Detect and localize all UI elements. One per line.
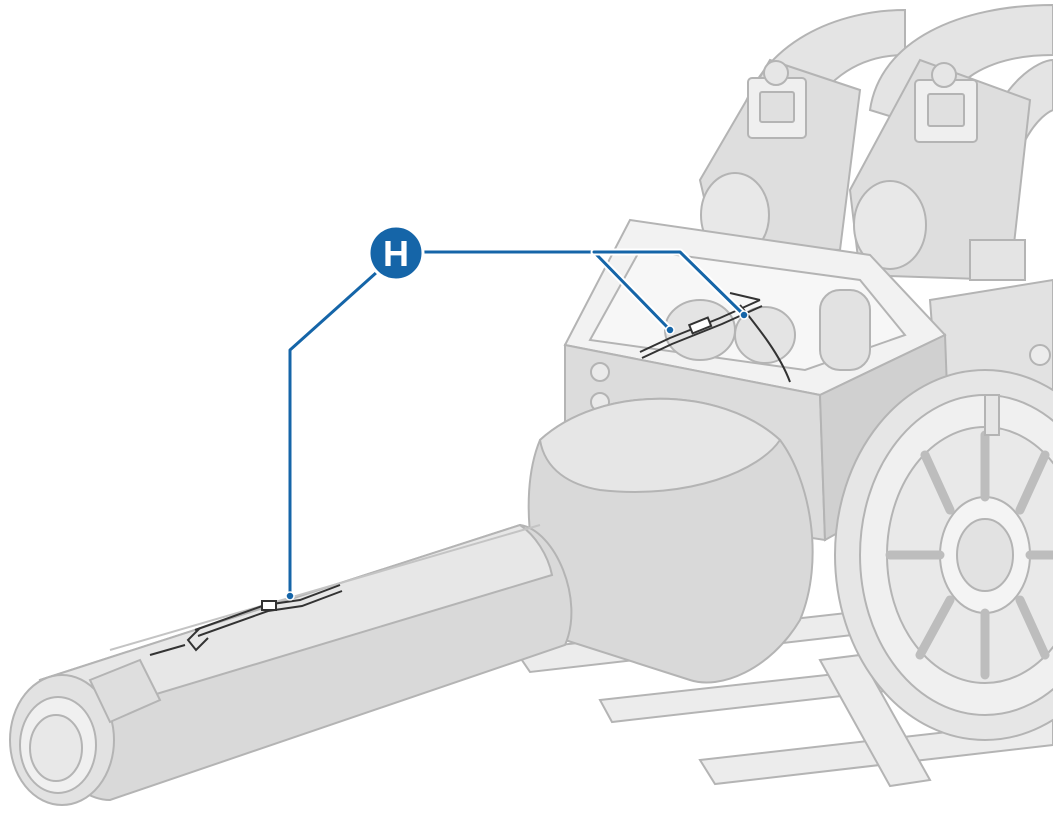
callout-badge: H [367,224,425,282]
motor-left [698,58,862,258]
motor-right [848,58,1032,282]
leader-endpoint-tube [285,591,295,601]
leader-endpoint-box-right [739,310,749,320]
fan-wheel [834,369,1053,741]
callout-label: H [383,233,409,274]
leader-endpoint-box-left [665,325,675,335]
heater-tube [36,523,573,802]
callout-leaders [286,248,748,600]
cone-housing [527,397,814,684]
sensor-wire-tube [149,584,343,656]
nozzle-end [9,658,162,806]
